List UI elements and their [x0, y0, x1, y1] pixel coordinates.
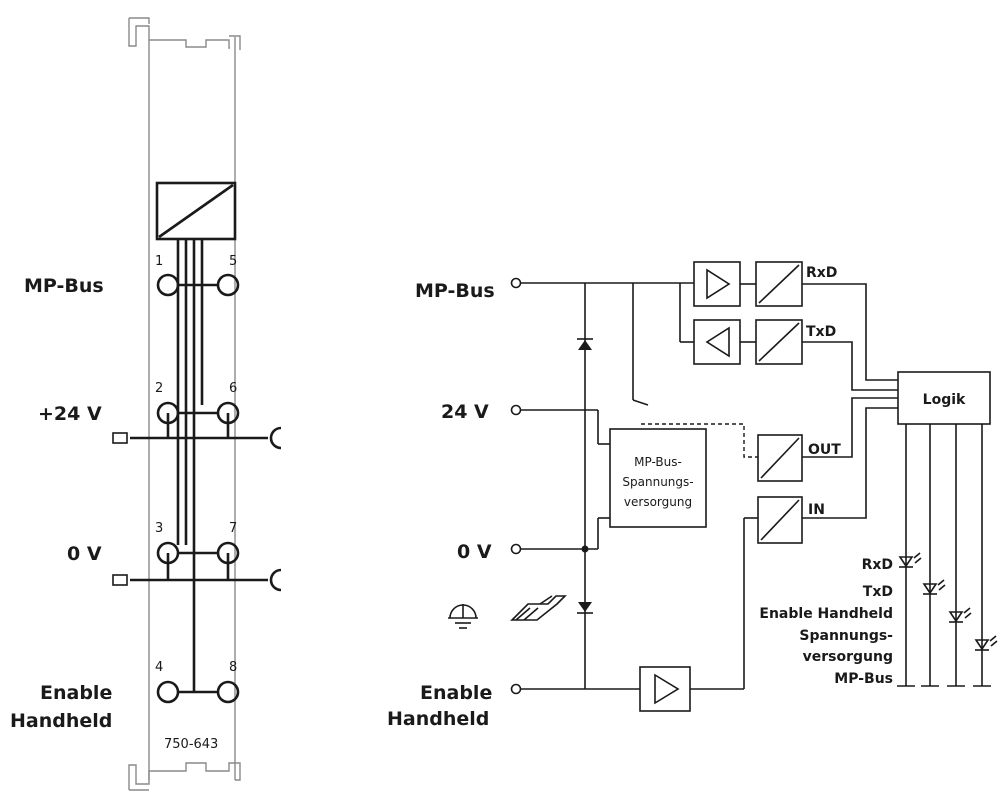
led-wiring: [897, 424, 991, 687]
signal-rxd: RxD: [806, 265, 837, 281]
jumper-contact-left-top: [112, 432, 128, 444]
diode-icon: [577, 338, 593, 350]
article-number: 750-643: [164, 737, 218, 752]
diode-icon: [577, 602, 593, 614]
pin-numbers: 1 2 3 4 5 6 7 8: [155, 254, 237, 675]
label-handheld: Handheld: [10, 710, 112, 732]
pin-terminals: [156, 273, 240, 704]
input-label-enable: Enable: [420, 682, 492, 704]
module-converter-block: [155, 181, 237, 241]
supply-line-3: versorgung: [624, 495, 692, 509]
signal-in: IN: [808, 502, 825, 518]
terminal-4: [156, 680, 180, 704]
led-icon: [948, 607, 972, 623]
terminal-2: [156, 401, 180, 425]
terminal-3: [156, 541, 180, 565]
amplifier-icon: [639, 666, 691, 712]
jumper-contact-right-bottom: [269, 568, 282, 592]
led-label-rxd: RxD: [862, 557, 893, 573]
pin-number: 4: [155, 660, 163, 675]
label-enable: Enable: [40, 682, 112, 704]
led-label-versorgung: versorgung: [803, 649, 893, 665]
terminal-8: [216, 680, 240, 704]
signal-txd: TxD: [806, 324, 836, 340]
logic-block: Logik: [897, 371, 991, 425]
pin-number: 5: [229, 254, 237, 269]
jumper-contact-left-bottom: [112, 574, 128, 586]
input-label-mp-bus: MP-Bus: [415, 280, 495, 302]
supply-line-2: Spannungs-: [622, 475, 693, 489]
pin-number: 7: [229, 521, 237, 536]
terminal-7: [216, 541, 240, 565]
led-icon: [974, 635, 998, 651]
led-icon: [898, 552, 922, 568]
input-terminal-mp-bus: [510, 277, 522, 289]
led-labels: RxD TxD Enable Handheld Spannungs- verso…: [759, 557, 893, 687]
input-label-handheld: Handheld: [387, 708, 489, 730]
din-rail-icon: [510, 595, 567, 621]
pin-number: 1: [155, 254, 163, 269]
ground-icon: [448, 604, 478, 629]
module-frame: [128, 17, 241, 791]
power-jumper-contacts: [112, 426, 282, 592]
rxd-amplifier: [693, 261, 741, 307]
pin-number: 3: [155, 521, 163, 536]
module-internal-wiring: [130, 239, 268, 694]
pin-number: 2: [155, 381, 163, 396]
input-label-0v: 0 V: [457, 541, 492, 563]
pin-number: 6: [229, 381, 237, 396]
input-terminal-enable: [510, 683, 522, 695]
logic-wiring: [802, 283, 898, 519]
label-mp-bus: MP-Bus: [24, 275, 104, 297]
led-label-mp-bus: MP-Bus: [834, 671, 893, 687]
label-plus-24v: +24 V: [38, 403, 102, 425]
led-label-txd: TxD: [863, 584, 893, 600]
input-terminal-0v: [510, 543, 522, 555]
supply-line-1: MP-Bus-: [634, 455, 682, 469]
pin-number: 8: [229, 660, 237, 675]
txd-amplifier: [693, 319, 741, 365]
module-labels: MP-Bus +24 V 0 V Enable Handheld: [10, 275, 112, 732]
led-icon: [922, 579, 946, 595]
terminal-6: [216, 401, 240, 425]
supply-block: MP-Bus- Spannungs- versorgung: [609, 428, 707, 528]
terminal-5: [216, 273, 240, 297]
schematic-wiring: [521, 282, 758, 690]
led-label-enable: Enable Handheld: [759, 606, 893, 622]
in-converter: [757, 496, 803, 544]
rxd-converter: [755, 261, 803, 307]
terminal-1: [156, 273, 180, 297]
signal-labels: RxD TxD OUT IN: [806, 265, 841, 518]
logic-label: Logik: [923, 392, 966, 408]
schematic-inputs: MP-Bus 24 V 0 V Enable Handheld: [387, 277, 522, 730]
out-converter: [757, 434, 803, 482]
input-label-24v: 24 V: [441, 401, 489, 423]
led-label-spannungs: Spannungs-: [799, 628, 893, 644]
jumper-contact-right-top: [269, 426, 282, 450]
input-terminal-24v: [510, 404, 522, 416]
signal-out: OUT: [808, 442, 841, 458]
txd-converter: [755, 319, 803, 365]
label-zero-v: 0 V: [67, 543, 102, 565]
